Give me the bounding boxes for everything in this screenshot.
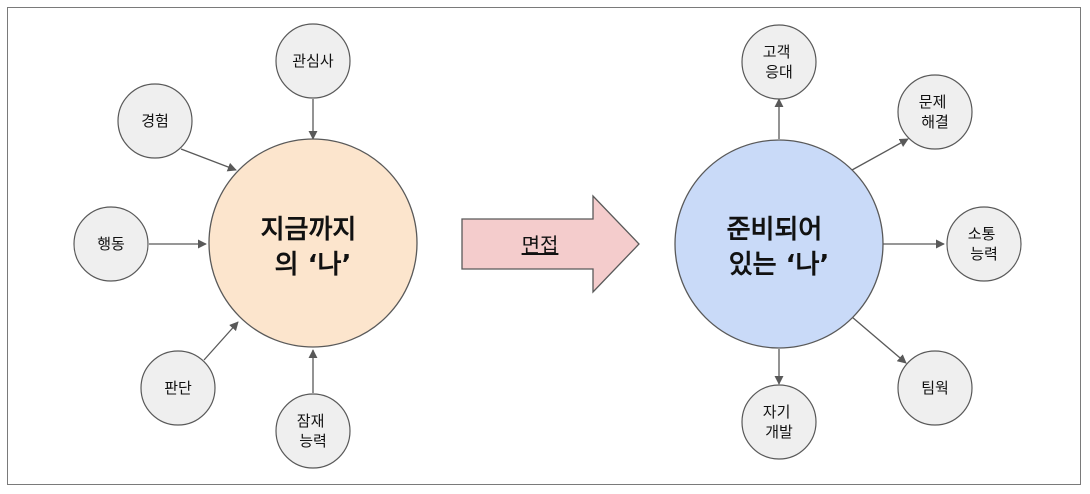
node-experience-label: 경험 bbox=[141, 112, 169, 130]
node-customer-label-1: 고객 bbox=[763, 43, 791, 61]
node-potential-label-1: 잠재 bbox=[297, 412, 325, 430]
svg-text:잠재 능력: 잠재 능력 bbox=[297, 412, 329, 450]
node-communication-label-2: 능력 bbox=[970, 245, 998, 263]
node-communication-label-1: 소통 bbox=[968, 225, 996, 243]
node-customer-circle bbox=[741, 24, 817, 100]
svg-text:팀웍: 팀웍 bbox=[921, 379, 949, 397]
svg-text:경험: 경험 bbox=[141, 112, 169, 130]
right-center-circle bbox=[674, 139, 884, 349]
connector-experience bbox=[180, 148, 237, 172]
svg-text:고객 응대: 고객 응대 bbox=[763, 43, 795, 81]
node-action-circle bbox=[73, 206, 149, 282]
node-selfdev: 자기 개발 bbox=[741, 384, 817, 460]
svg-text:준비되어 있는 ‘나’: 준비되어 있는 ‘나’ bbox=[727, 215, 832, 280]
node-action-label: 행동 bbox=[97, 235, 125, 253]
node-customer-label-2: 응대 bbox=[765, 63, 793, 81]
connector-judgment bbox=[203, 321, 239, 361]
node-communication-circle bbox=[946, 206, 1022, 282]
node-potential: 잠재 능력 bbox=[275, 393, 351, 469]
svg-text:행동: 행동 bbox=[97, 235, 125, 253]
right-center-line-2: 있는 ‘나’ bbox=[729, 250, 830, 280]
node-teamwork: 팀웍 bbox=[897, 350, 973, 426]
connector-teamwork bbox=[851, 316, 907, 364]
svg-text:지금까지 의 ‘나’: 지금까지 의 ‘나’ bbox=[261, 215, 366, 280]
node-problem: 문제 해결 bbox=[897, 74, 973, 150]
interview-arrow-label: 면접 bbox=[522, 233, 559, 257]
node-potential-label-2: 능력 bbox=[299, 432, 327, 450]
node-potential-circle bbox=[275, 393, 351, 469]
node-action: 행동 bbox=[73, 206, 149, 282]
svg-text:관심사: 관심사 bbox=[292, 52, 334, 70]
node-customer: 고객 응대 bbox=[741, 24, 817, 100]
node-judgment-label: 판단 bbox=[164, 379, 192, 397]
svg-text:판단: 판단 bbox=[164, 379, 192, 397]
node-selfdev-circle bbox=[741, 384, 817, 460]
left-center-line-2: 의 ‘나’ bbox=[275, 250, 352, 280]
interview-arrow-shape bbox=[461, 194, 640, 294]
node-judgment-circle bbox=[140, 350, 216, 426]
node-problem-label-2: 해결 bbox=[921, 113, 949, 131]
node-teamwork-label: 팀웍 bbox=[921, 379, 949, 397]
right-center-line-1: 준비되어 bbox=[727, 215, 823, 245]
node-selfdev-label-1: 자기 bbox=[763, 403, 791, 421]
node-interest: 관심사 bbox=[275, 23, 351, 99]
svg-text:소통 능력: 소통 능력 bbox=[968, 225, 1000, 263]
node-experience-circle bbox=[117, 83, 193, 159]
connector-problem bbox=[851, 138, 909, 171]
right-connectors bbox=[774, 98, 945, 385]
node-experience: 경험 bbox=[117, 83, 193, 159]
interview-arrow: 면접 bbox=[461, 194, 640, 294]
left-connectors bbox=[149, 99, 318, 393]
node-interest-label: 관심사 bbox=[292, 52, 334, 70]
node-problem-circle bbox=[897, 74, 973, 150]
node-teamwork-circle bbox=[897, 350, 973, 426]
svg-text:문제 해결: 문제 해결 bbox=[919, 93, 951, 131]
node-communication: 소통 능력 bbox=[946, 206, 1022, 282]
left-center-node: 지금까지 의 ‘나’ bbox=[208, 138, 418, 348]
svg-text:자기 개발: 자기 개발 bbox=[763, 403, 795, 441]
node-judgment: 판단 bbox=[140, 350, 216, 426]
right-center-node: 준비되어 있는 ‘나’ bbox=[674, 139, 884, 349]
node-problem-label-1: 문제 bbox=[919, 93, 947, 111]
node-selfdev-label-2: 개발 bbox=[765, 423, 793, 441]
left-center-line-1: 지금까지 bbox=[261, 215, 357, 245]
left-center-circle bbox=[208, 138, 418, 348]
node-interest-circle bbox=[275, 23, 351, 99]
